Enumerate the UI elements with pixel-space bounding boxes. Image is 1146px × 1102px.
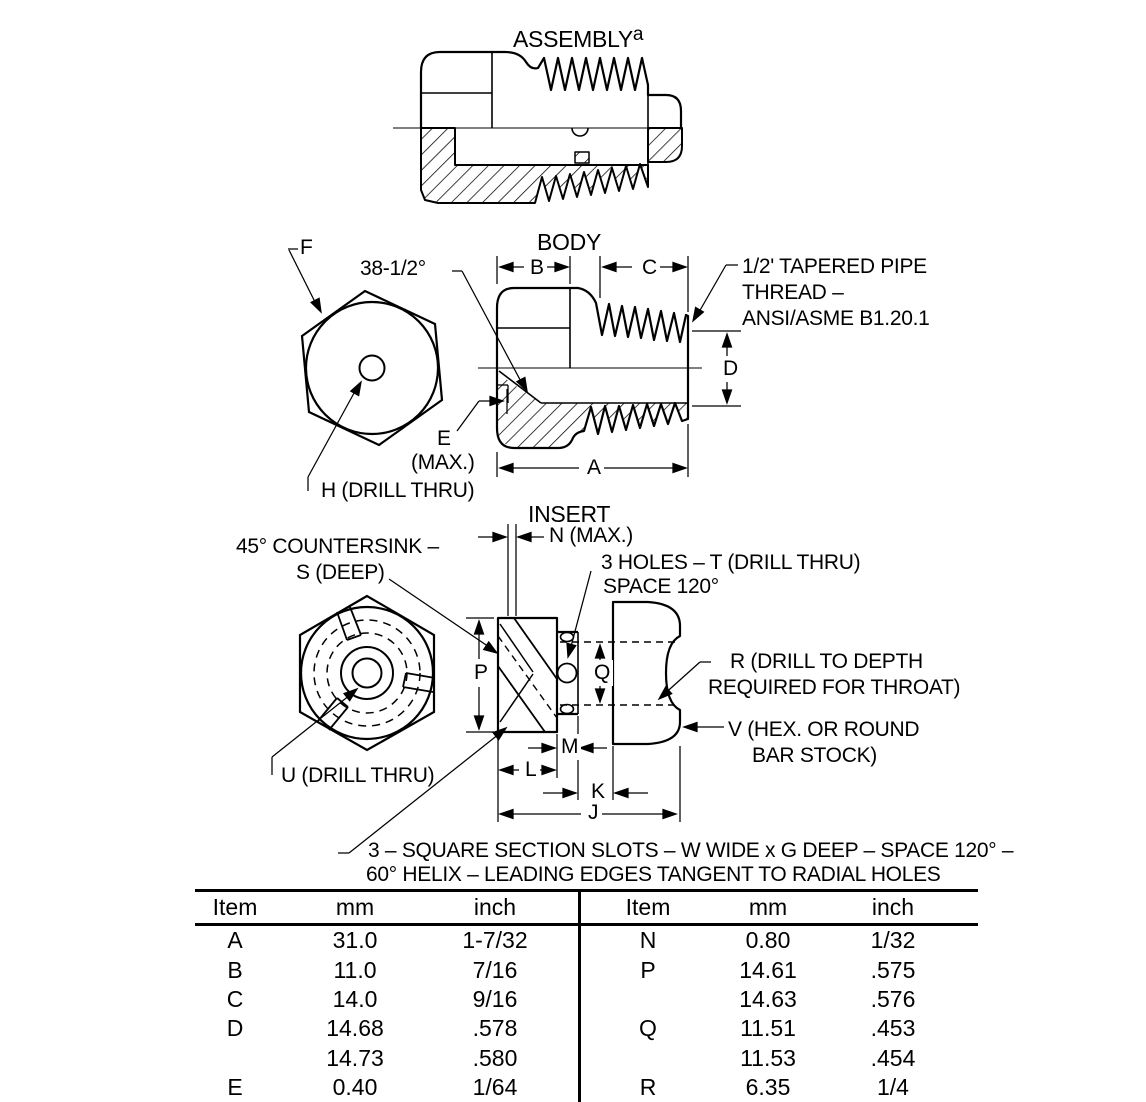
dim-b-label: B [527, 255, 547, 282]
h-drill-label: H (DRILL THRU) [321, 479, 475, 502]
table-cell: A [227, 927, 243, 954]
countersink-note-line2: S (DEEP) [296, 561, 385, 584]
dim-d-label: D [720, 356, 741, 383]
bar-stock-note-line2: BAR STOCK) [752, 744, 877, 767]
dim-c-label: C [639, 255, 660, 282]
body-section-view [478, 286, 702, 450]
table-cell: .578 [472, 1015, 518, 1042]
throat-note-line1: R (DRILL TO DEPTH [730, 650, 923, 673]
table-cell: .453 [870, 1015, 916, 1042]
insert-section-view [496, 600, 682, 746]
col-header-mm: mm [335, 894, 375, 920]
table-cell: Q [639, 1015, 657, 1042]
table-cell: C [226, 985, 244, 1012]
dim-j-label: J [585, 800, 602, 827]
table-cell: 14.61 [739, 956, 797, 983]
table-cell: D [226, 1015, 244, 1042]
insert-front-view [298, 594, 436, 752]
table-cell: .575 [870, 956, 916, 983]
table-cell: 1-7/32 [462, 927, 528, 954]
table-cell: 0.40 [332, 1074, 378, 1101]
table-cell: 9/16 [472, 985, 518, 1012]
table-cell: 14.73 [326, 1044, 384, 1071]
dim-q-label: Q [591, 660, 614, 687]
table-cell: 14.68 [326, 1015, 384, 1042]
dim-n-label: N (MAX.) [549, 524, 633, 547]
col-header-inch: inch [473, 894, 517, 920]
slot-note-line2: 60° HELIX – LEADING EDGES TANGENT TO RAD… [366, 863, 941, 886]
table-cell: 1/32 [870, 927, 916, 954]
table-cell: .454 [870, 1044, 916, 1071]
insert-leaders [271, 570, 724, 854]
table-cell: 11.51 [740, 1015, 796, 1042]
table-cell: 14.0 [332, 985, 378, 1012]
table-body-right: N 0.80 1/32 P 14.61 .575 14.63 .576 Q 11… [581, 926, 978, 1102]
bar-stock-note-line1: V (HEX. OR ROUND [728, 718, 920, 741]
table-cell: .576 [870, 985, 916, 1012]
holes-note-line2: SPACE 120° [603, 575, 719, 598]
table-cell: 6.35 [745, 1074, 791, 1101]
dim-l-label: L [522, 757, 540, 784]
slot-note-line1: 3 – SQUARE SECTION SLOTS – W WIDE x G DE… [368, 839, 1014, 862]
table-cell: .580 [472, 1044, 518, 1071]
col-header-item: Item [212, 894, 258, 920]
table-cell: R [639, 1074, 657, 1101]
body-dimensions [456, 256, 741, 477]
table-cell: 11.0 [333, 956, 377, 983]
col-header-mm: mm [748, 894, 788, 920]
dim-p-label: P [471, 660, 491, 687]
assembly-section-view [393, 50, 683, 204]
table-cell: 7/16 [472, 956, 518, 983]
table-cell: 1/64 [472, 1074, 518, 1101]
body-front-view [300, 289, 444, 447]
dim-m-label: M [558, 734, 582, 761]
table-cell: B [227, 956, 243, 983]
dim-a-label: A [584, 455, 604, 482]
u-drill-label: U (DRILL THRU) [281, 764, 435, 787]
body-leaders [288, 248, 738, 491]
assembly-title: ASSEMBLYa [513, 24, 644, 52]
table-body-left: A 31.0 1-7/32 B 11.0 7/16 C 14.0 9/16 D … [195, 926, 578, 1102]
angle-label: 38-1/2° [360, 257, 426, 280]
dim-e-label: E [437, 427, 451, 450]
throat-note-line2: REQUIRED FOR THROAT) [708, 676, 961, 699]
holes-note-line1: 3 HOLES – T (DRILL THRU) [601, 551, 861, 574]
table-cell: P [640, 956, 656, 983]
dim-e-max-label: (MAX.) [411, 451, 475, 474]
dimension-table-left: Item mm inch A 31.0 1-7/32 B 11.0 7/16 C… [195, 892, 578, 1102]
table-cell: 31.0 [332, 927, 378, 954]
assembly-superscript: a [632, 24, 644, 45]
table-cell: N [639, 927, 657, 954]
table-cell: 0.80 [745, 927, 791, 954]
table-header-row: Item mm inch [581, 892, 978, 926]
table-cell: 1/4 [877, 1074, 909, 1101]
col-header-inch: inch [871, 894, 915, 920]
table-cell: 14.63 [739, 985, 797, 1012]
table-cell: E [227, 1074, 243, 1101]
table-cell: 11.53 [740, 1044, 796, 1071]
col-header-item: Item [625, 894, 671, 920]
countersink-note-line1: 45° COUNTERSINK – [236, 535, 439, 558]
f-label: F [300, 236, 313, 259]
dim-k-label: K [588, 779, 608, 806]
dimension-table-right: Item mm inch N 0.80 1/32 P 14.61 .575 14… [578, 892, 978, 1102]
insert-title: INSERT [528, 501, 611, 527]
body-title: BODY [537, 229, 601, 255]
dimension-table: Item mm inch A 31.0 1-7/32 B 11.0 7/16 C… [195, 889, 978, 1102]
table-header-row: Item mm inch [195, 892, 578, 926]
